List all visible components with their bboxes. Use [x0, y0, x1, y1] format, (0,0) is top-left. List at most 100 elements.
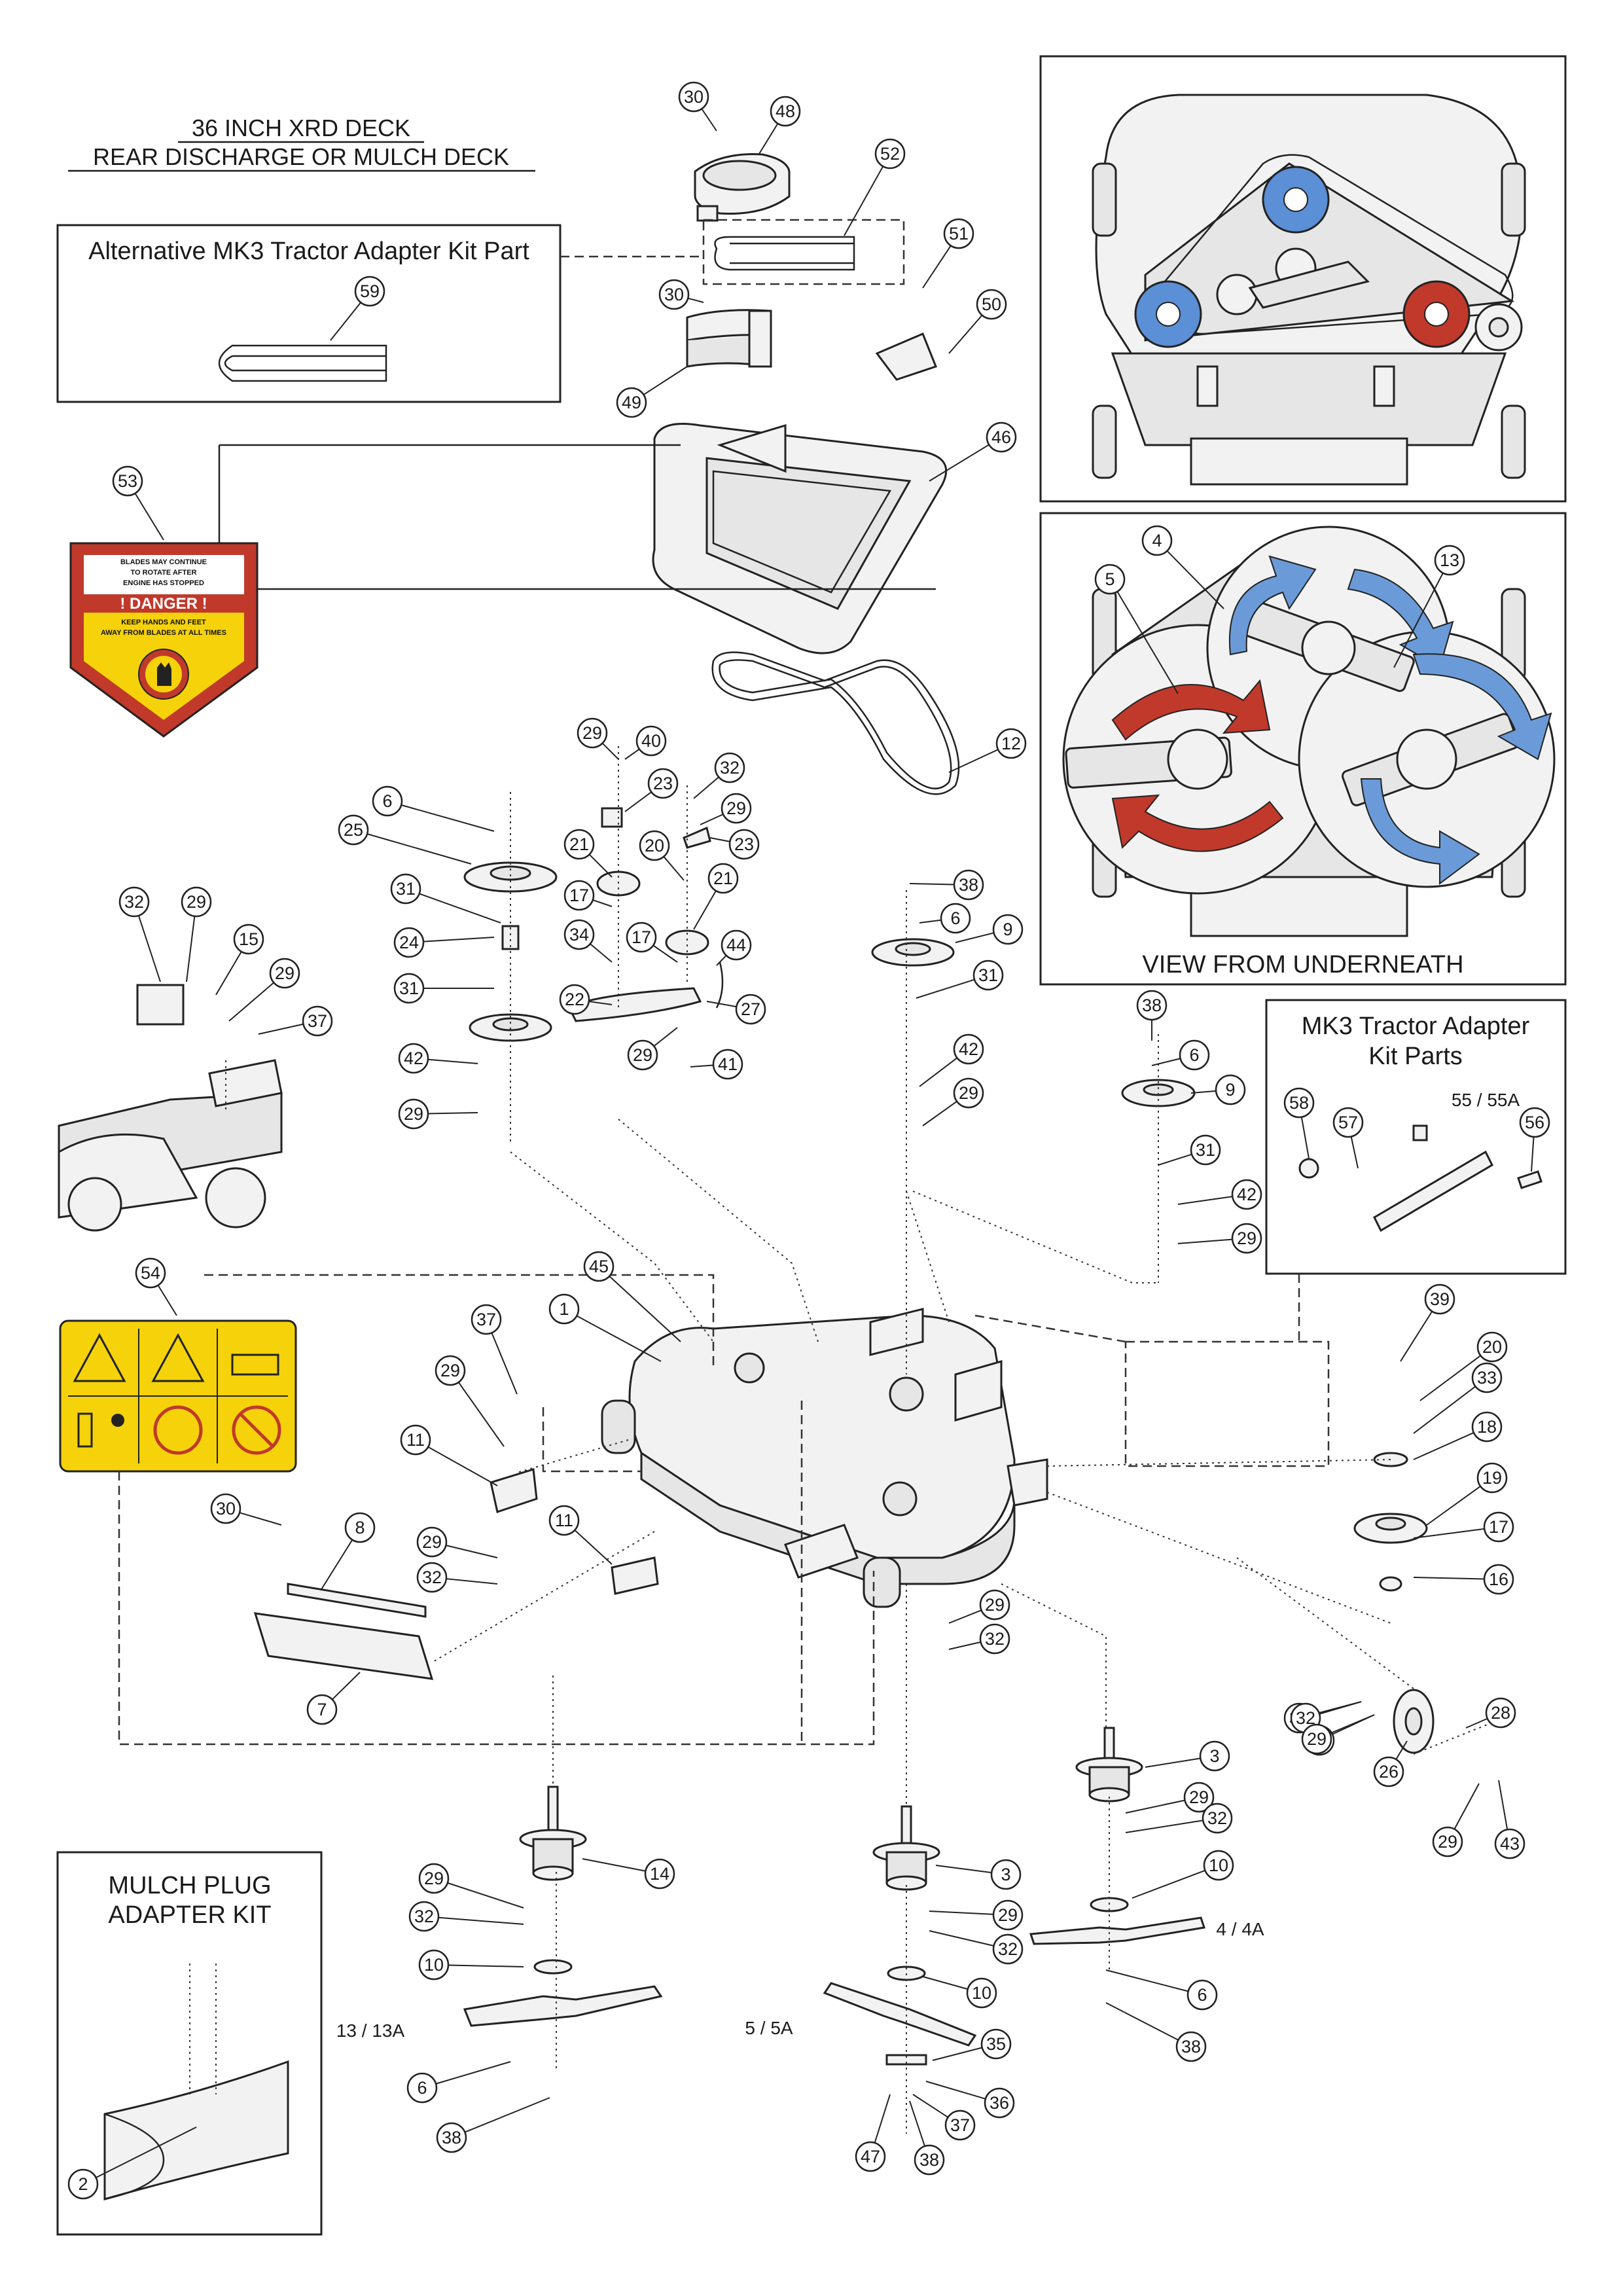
callout-balloon: [435, 1355, 466, 1386]
callout-leader: [1132, 1869, 1205, 1899]
callout-leader: [427, 1058, 478, 1064]
no-feet-icon: [232, 1405, 281, 1455]
callout-c10a: 10: [1132, 1850, 1234, 1899]
callout-balloon: [1203, 1850, 1234, 1881]
callout-c29o: 29: [418, 1863, 524, 1909]
callout-c39: 39: [1400, 1283, 1455, 1362]
callout-leader: [909, 883, 955, 886]
callout-balloon: [112, 465, 143, 497]
callout-c31c: 31: [916, 960, 1004, 999]
callout-balloon: [992, 914, 1024, 945]
callout-c29b: 29: [700, 793, 752, 825]
callout-c8: 8: [320, 1512, 376, 1591]
callout-number: 51: [949, 224, 969, 243]
callout-c37c: 37: [912, 2094, 976, 2141]
callout-leader: [1116, 591, 1179, 694]
callout-balloon: [436, 2122, 467, 2153]
callout-number: 37: [950, 2115, 970, 2135]
callout-balloon: [1141, 525, 1173, 556]
callout-c44: 44: [716, 929, 752, 966]
callout-balloon: [1231, 1179, 1262, 1210]
callout-c7: 7: [306, 1672, 361, 1725]
callout-leader: [1400, 1311, 1433, 1362]
callout-c48: 48: [758, 96, 801, 154]
callout-c17a: 17: [563, 880, 613, 911]
callout-c38b: 38: [1136, 990, 1168, 1041]
callout-leader: [925, 2081, 986, 2100]
callout-leader: [916, 978, 975, 999]
callout-balloon: [635, 725, 667, 757]
callout-leader: [935, 1865, 992, 1874]
callout-number: 38: [959, 875, 978, 895]
callout-c29m: 29: [1432, 1783, 1480, 1857]
callout-c17c: 17: [1413, 1511, 1514, 1543]
callout-balloon: [1215, 1074, 1246, 1105]
callout-leader: [228, 982, 274, 1022]
callout-number: 10: [424, 1955, 444, 1975]
title-line-2: REAR DISCHARGE OR MULCH DECK: [93, 143, 509, 170]
callout-number: 38: [442, 2128, 461, 2147]
callout-balloon: [992, 1933, 1024, 1965]
callout-leader: [239, 1512, 282, 1526]
callout-number: 32: [720, 758, 740, 778]
callout-balloon: [418, 1863, 450, 1894]
callout-balloon: [953, 1077, 984, 1109]
callout-number: 38: [919, 2150, 939, 2170]
blade-5: [823, 1982, 977, 2047]
callout-number: 37: [308, 1011, 327, 1031]
callout-leader: [948, 749, 999, 773]
callout-balloon: [1283, 1087, 1315, 1119]
callout-balloon: [874, 138, 906, 170]
callout-c56: 56: [1519, 1107, 1550, 1172]
callout-number: 21: [569, 834, 589, 854]
strip-8: [287, 1583, 427, 1618]
callout-leader: [909, 2100, 925, 2147]
callout-c38c: 38: [436, 2097, 550, 2153]
callout-leader: [448, 1964, 524, 1967]
belt-cover-top: [694, 153, 791, 222]
callout-leader: [929, 1910, 994, 1915]
callout-c47: 47: [855, 2094, 891, 2172]
callout-c6d: 6: [406, 2061, 511, 2104]
callout-balloon: [548, 1293, 580, 1325]
callout-balloon: [678, 81, 709, 113]
callout-balloon: [372, 785, 403, 817]
idler-21b: [665, 929, 709, 956]
callout-balloon: [855, 2141, 886, 2172]
callout-number: 42: [959, 1039, 978, 1059]
callout-c42b: 42: [919, 1033, 984, 1087]
callout-balloon: [393, 973, 425, 1004]
callout-number: 16: [1489, 1570, 1508, 1589]
label-5: 5 / 5A: [745, 2018, 793, 2038]
callout-number: 31: [396, 879, 416, 899]
callout-leader: [446, 1545, 498, 1558]
callout-balloon: [118, 886, 150, 918]
callout-number: 25: [344, 820, 363, 840]
callout-balloon: [1094, 564, 1126, 595]
callout-balloon: [233, 924, 264, 955]
callout-leader: [1393, 573, 1444, 668]
mk3-label-1: MK3 Tractor Adapter: [1302, 1013, 1530, 1040]
callout-number: 13: [1440, 550, 1459, 570]
callout-leader: [948, 1641, 981, 1650]
callout-c32c: 32: [416, 1562, 498, 1593]
callout-leader: [652, 944, 678, 963]
callout-number: 57: [1338, 1113, 1358, 1132]
callout-c6e: 6: [1105, 1969, 1218, 2011]
callout-c4: 4: [1141, 525, 1224, 609]
callout-leader: [919, 919, 942, 924]
callout-balloon: [306, 1694, 338, 1725]
callout-c29c: 29: [627, 1027, 678, 1071]
callout-leader: [215, 951, 242, 996]
callout-c36: 36: [925, 2081, 1015, 2119]
mk3-box: [1265, 999, 1567, 1275]
callout-balloon: [721, 929, 752, 961]
warning-triangle-icon-1: [73, 1333, 126, 1382]
label-55: 55 / 55A: [1452, 1090, 1520, 1110]
decal-line-1: BLADES MAY CONTINUE: [120, 558, 207, 566]
callout-c40: 40: [624, 725, 667, 760]
callout-c59: 59: [330, 276, 385, 341]
callout-balloon: [914, 2144, 945, 2176]
mulch-label-2: ADAPTER KIT: [108, 1901, 271, 1929]
callout-c32d: 32: [948, 1623, 1010, 1655]
